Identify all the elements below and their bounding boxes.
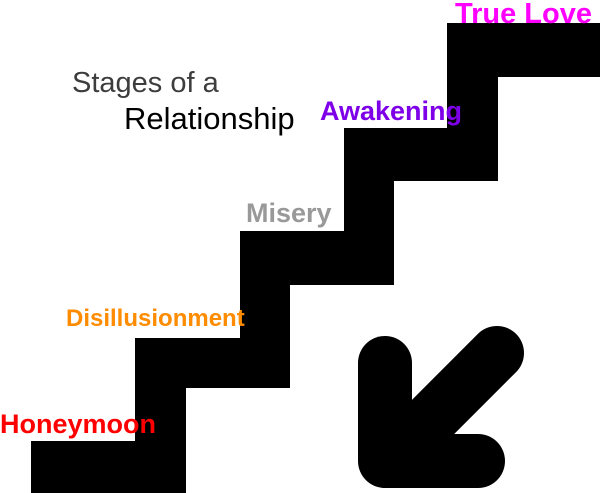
stage-label-true-love: True Love (455, 0, 592, 30)
title-line-1: Stages of a (72, 67, 219, 99)
stage-label-awakening: Awakening (320, 96, 463, 126)
title-line-2: Relationship (124, 100, 295, 136)
page-title: Stages of a Relationship (72, 67, 295, 136)
stage-label-disillusionment: Disillusionment (66, 305, 245, 332)
stage-label-misery: Misery (246, 198, 332, 228)
stage-label-honeymoon: Honeymoon (0, 409, 157, 439)
